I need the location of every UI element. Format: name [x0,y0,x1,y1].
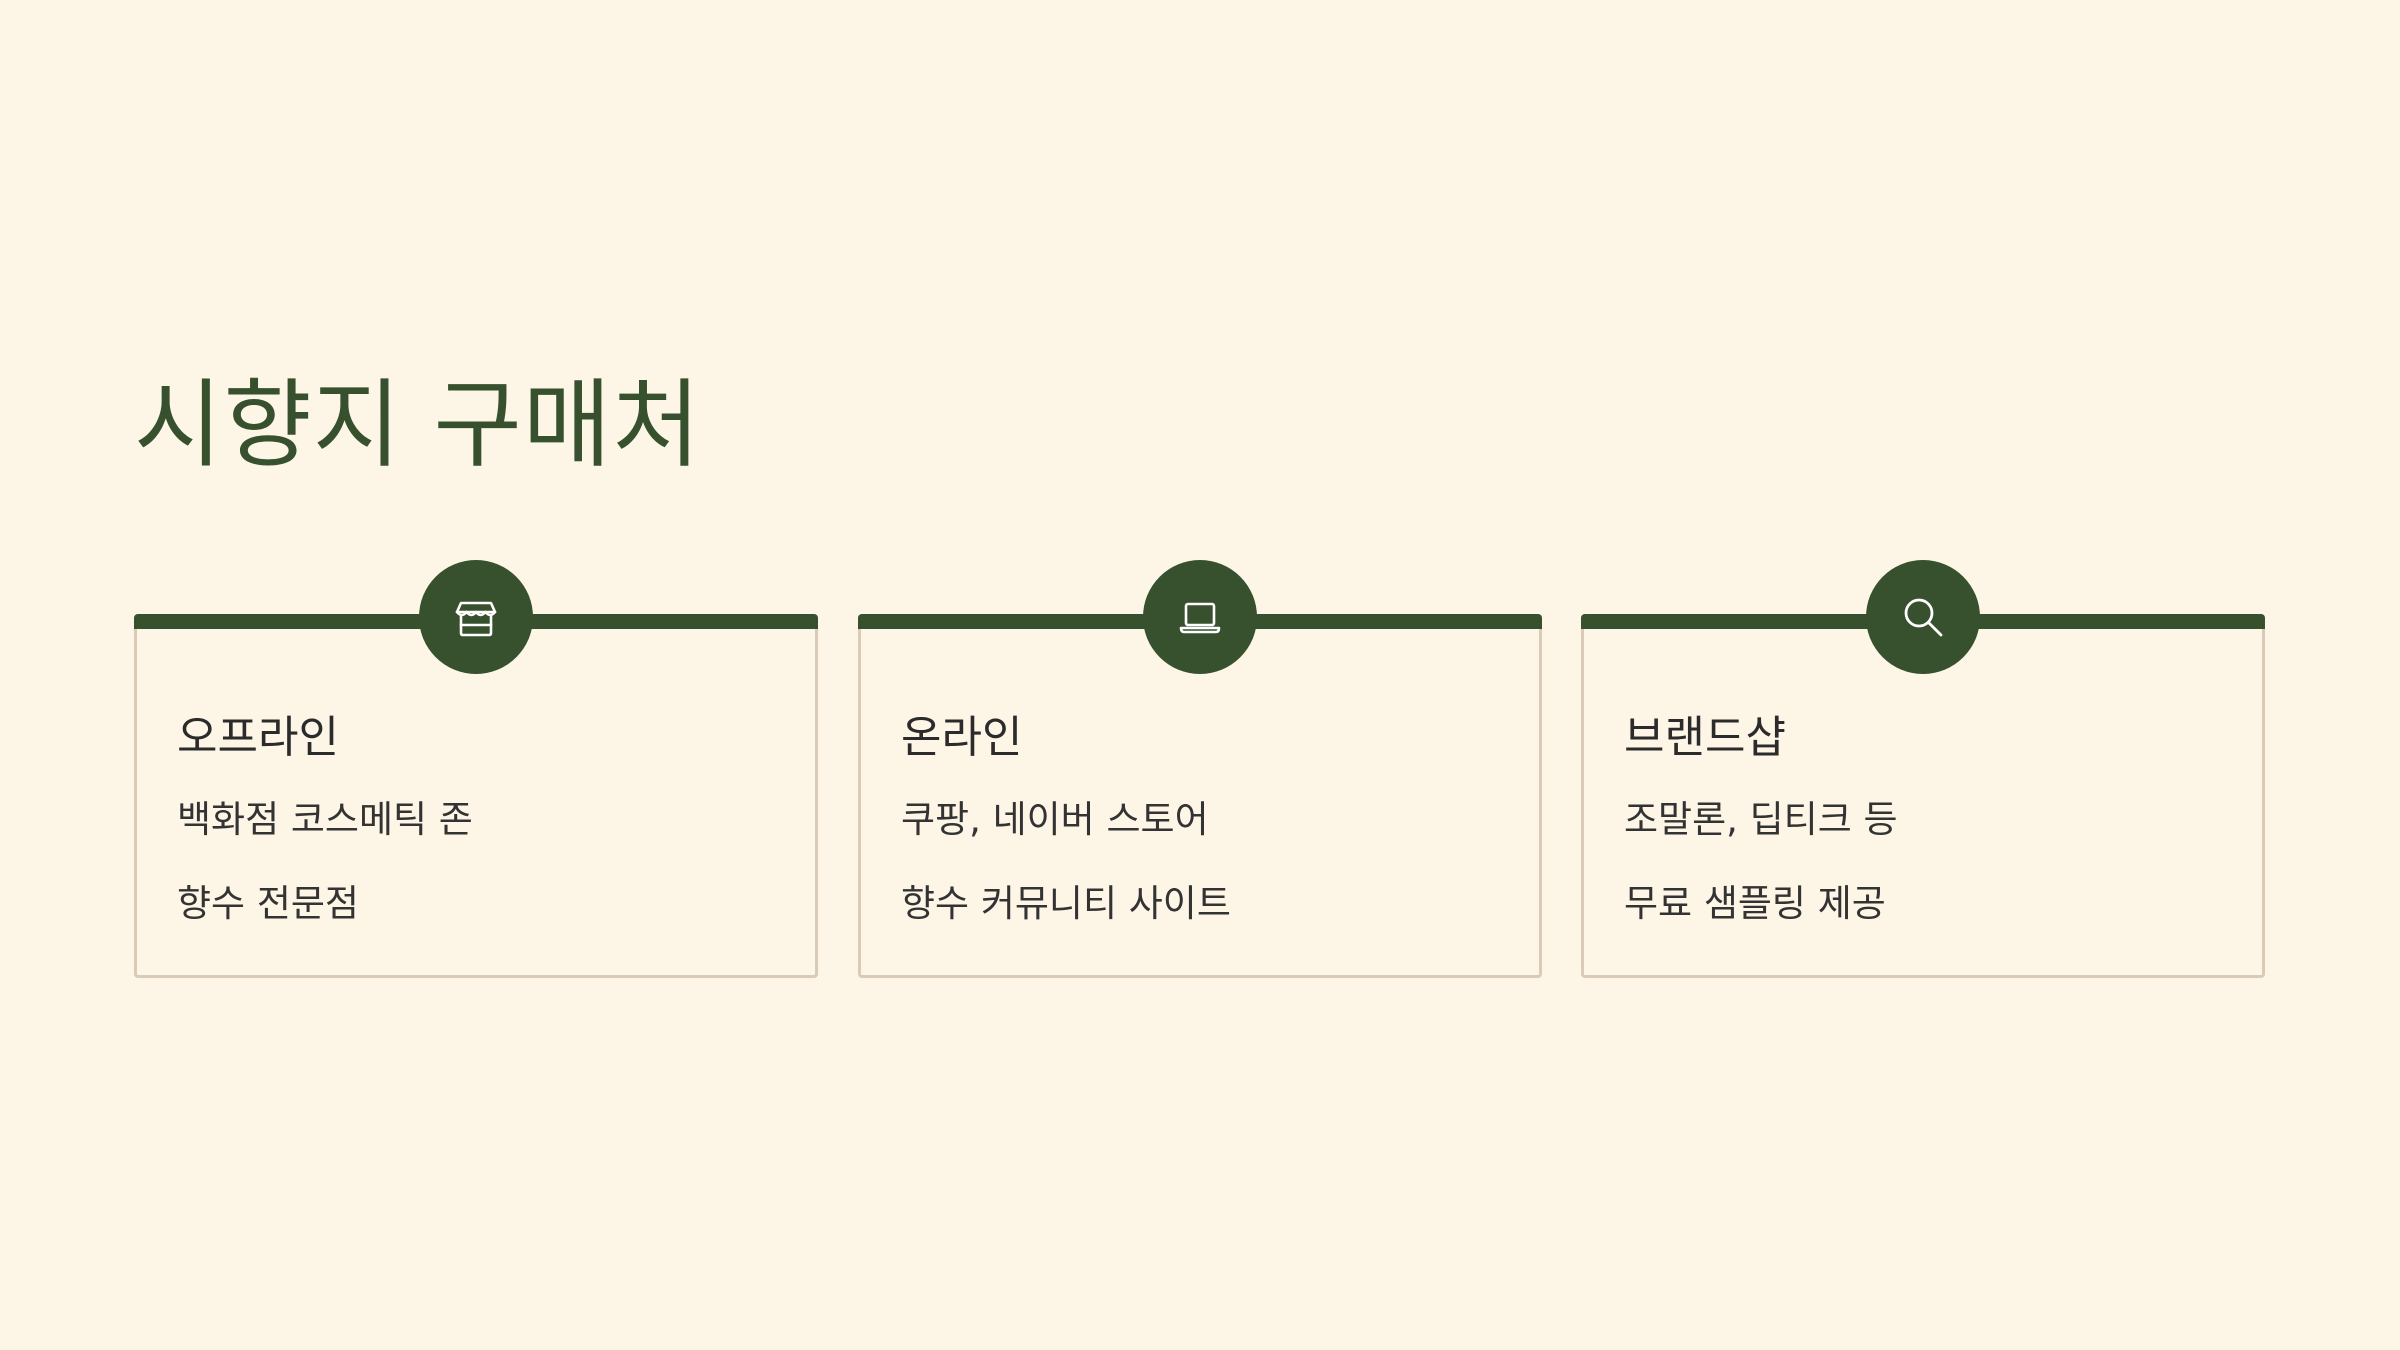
card-title: 온라인 [901,712,1023,763]
card-text: 무료 샘플링 제공 [1624,882,1886,925]
card-title: 브랜드샵 [1624,712,1786,763]
icon-badge [419,560,533,674]
card-text: 향수 전문점 [177,882,359,925]
card-brandshop: 브랜드샵 조말론, 딥티크 등 무료 샘플링 제공 [1581,560,2265,978]
card-text: 백화점 코스메틱 존 [177,798,473,841]
card-text: 쿠팡, 네이버 스토어 [901,798,1209,841]
icon-badge [1143,560,1257,674]
page-title: 시향지 구매처 [134,369,702,481]
search-icon [1904,598,1943,637]
card-online: 온라인 쿠팡, 네이버 스토어 향수 커뮤니티 사이트 [858,560,1542,978]
card-title: 오프라인 [177,712,339,763]
icon-badge [1866,560,1980,674]
card-offline: 오프라인 백화점 코스메틱 존 향수 전문점 [134,560,818,978]
card-text: 향수 커뮤니티 사이트 [901,882,1231,925]
card-text: 조말론, 딥티크 등 [1624,798,1898,841]
laptop-icon [1179,602,1221,634]
store-icon [455,601,497,637]
